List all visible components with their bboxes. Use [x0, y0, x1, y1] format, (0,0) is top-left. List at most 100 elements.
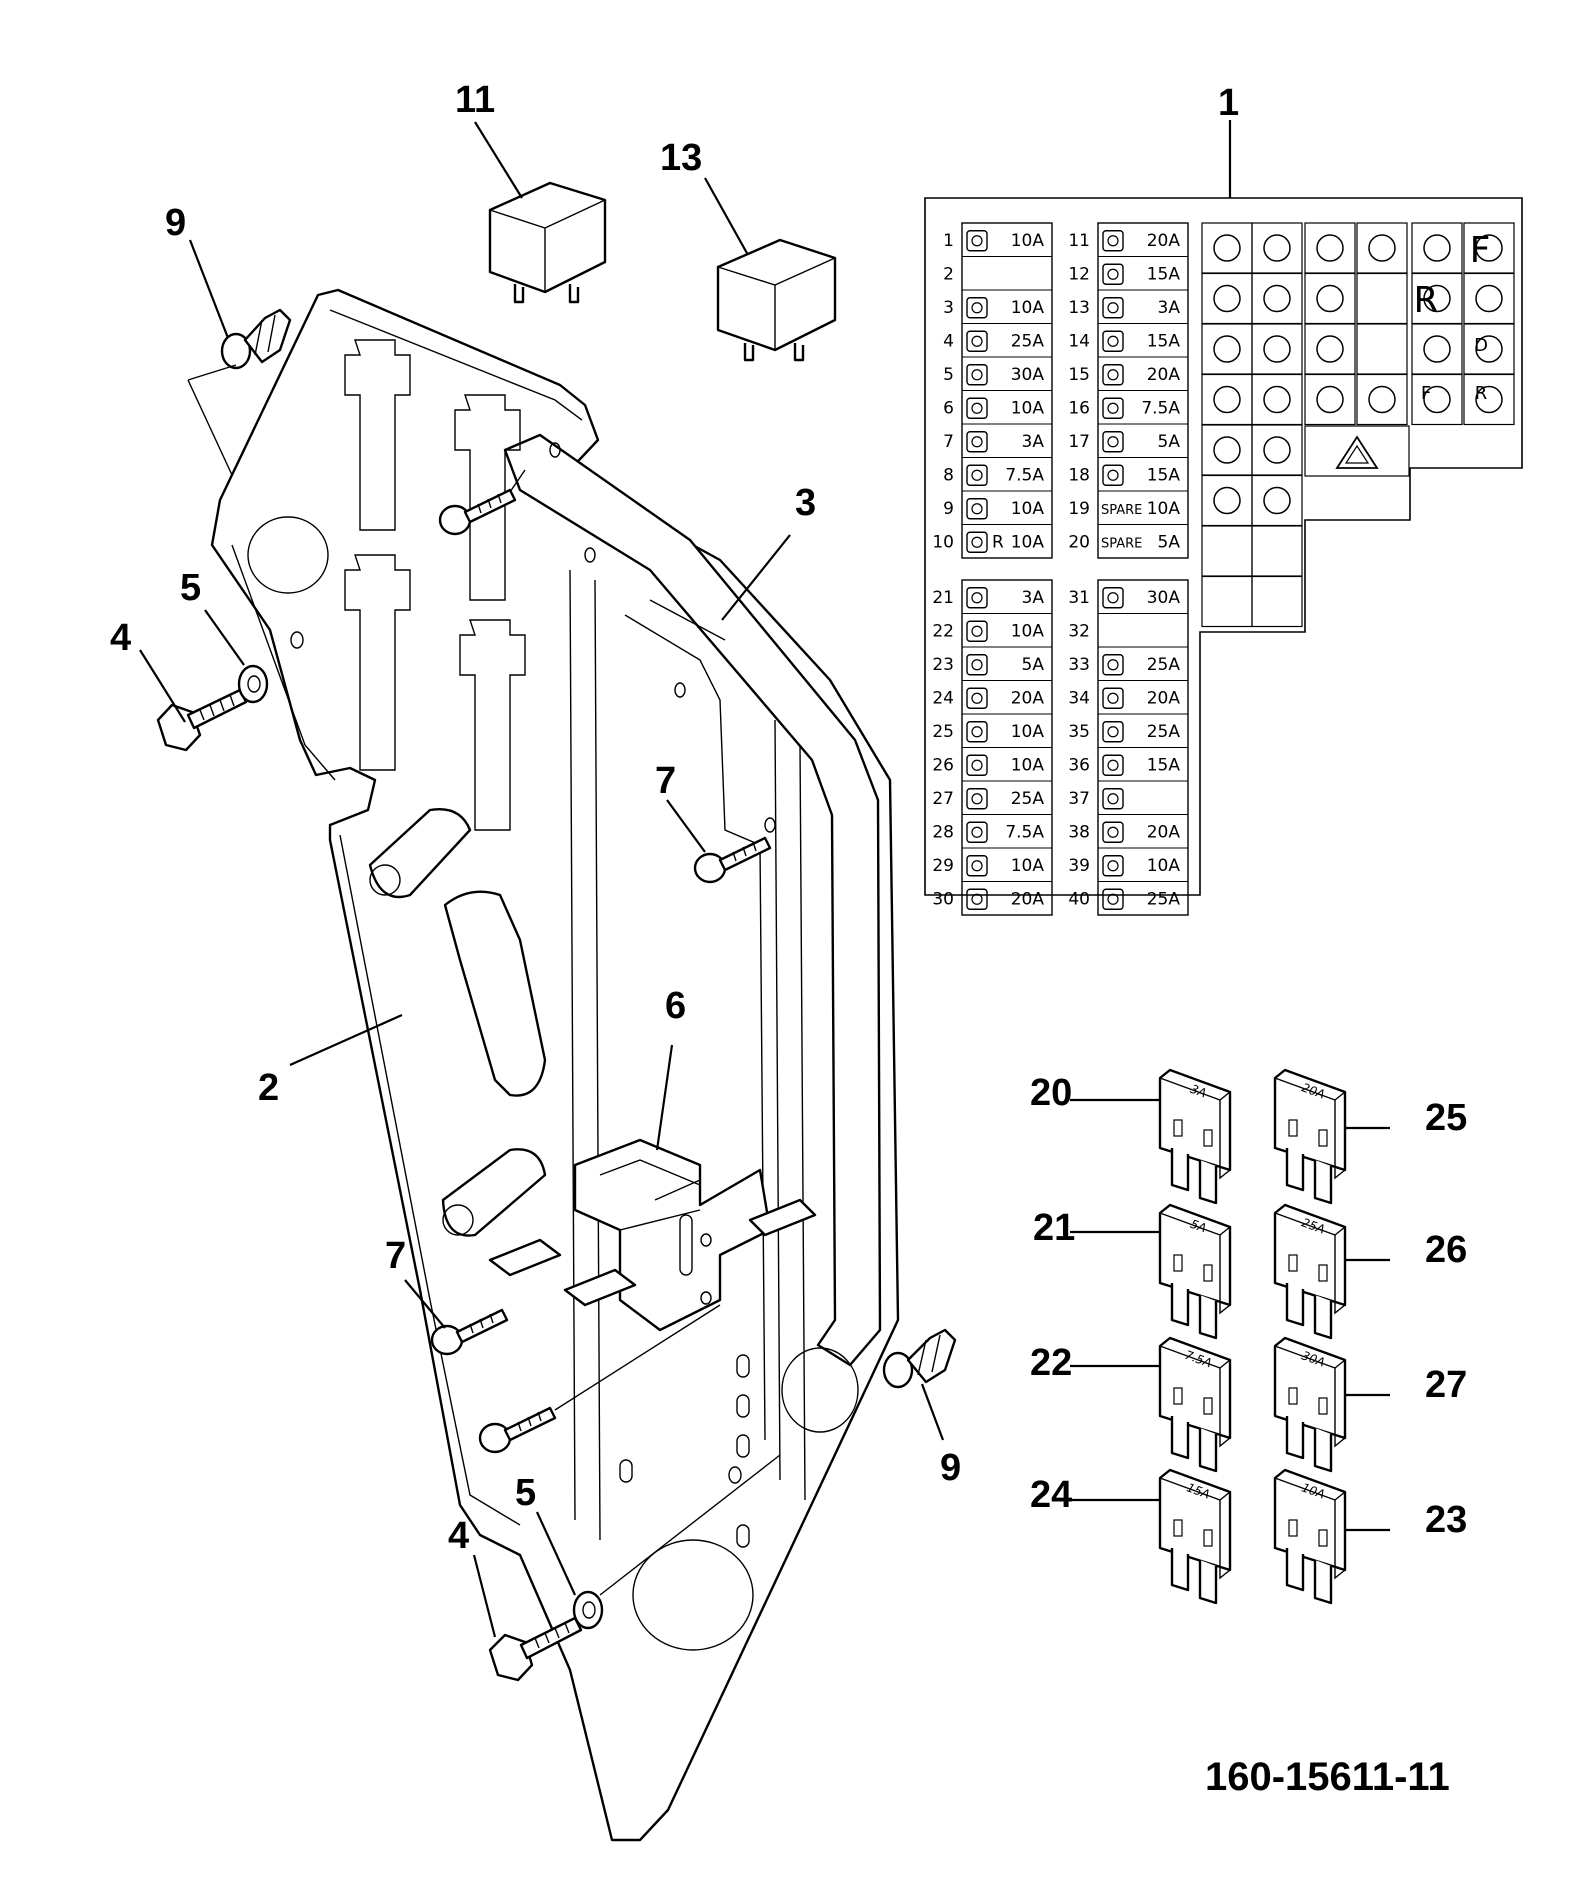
callout-washer-lower: 5	[515, 1472, 536, 1514]
fuse-rating: 10A	[1011, 499, 1045, 519]
work-lamp-icon	[1102, 754, 1124, 776]
hazard-icon	[966, 888, 988, 910]
bolt-lower	[488, 1616, 583, 1682]
fuse-number: 27	[932, 789, 954, 809]
spare-label: SPARE	[1101, 536, 1142, 551]
legend-letter: D	[1474, 335, 1488, 356]
engine-icon	[966, 297, 988, 319]
panel-icon	[966, 431, 988, 453]
symbol-icon	[1423, 385, 1451, 414]
sidelight-icon	[1102, 431, 1124, 453]
fuse-rating: 15A	[1147, 331, 1181, 351]
callout-screw-lower: 7	[385, 1235, 406, 1277]
reverse-lamp-icon	[966, 531, 988, 553]
callout-panel-frame: 3	[795, 482, 816, 524]
operator-seat-icon	[966, 230, 988, 252]
fuse-number: 17	[1068, 432, 1090, 452]
fuse-rating: 3A	[1022, 432, 1045, 452]
fuse-7_5a: 7.5A	[1158, 1336, 1232, 1473]
panel-assembly	[210, 288, 900, 1842]
fuse-rating-print: 5A	[1189, 1217, 1209, 1236]
clip-upper	[220, 308, 292, 370]
symbol-icon	[1475, 284, 1503, 313]
beacon-icon	[966, 821, 988, 843]
fuse-number: 13	[1068, 298, 1090, 318]
hazard-icon	[1335, 435, 1379, 469]
panel-hole	[247, 516, 329, 594]
symbol-icon	[1263, 486, 1291, 515]
fuse-number: 1	[943, 231, 954, 251]
symbol-icon	[1213, 335, 1241, 363]
fuse-20a: 20A	[1273, 1068, 1347, 1205]
callout-fuse_7_5a: 22	[1030, 1342, 1072, 1384]
symbol-icon	[1263, 284, 1291, 313]
symbol-icon	[1368, 234, 1396, 262]
callout-screw-upper: 7	[655, 760, 676, 802]
fuse-10a: 10A	[1273, 1468, 1347, 1605]
fuse-number: 35	[1068, 722, 1090, 742]
fuse-rating: 25A	[1011, 789, 1045, 809]
fuse-rating: 5A	[1158, 432, 1181, 452]
symbol-icon	[1423, 335, 1451, 363]
fuse-number: 4	[943, 331, 954, 351]
symbol-icon	[1213, 385, 1241, 414]
fuse-number: 8	[943, 465, 954, 485]
relay-a	[488, 181, 607, 304]
symbol-icon	[1423, 234, 1451, 262]
work-light-icon	[1102, 687, 1124, 709]
fuse-rating: 25A	[1147, 889, 1181, 909]
fuse-number: 5	[943, 365, 954, 385]
fuse-suffix: R	[992, 532, 1004, 552]
fuse-number: 3	[943, 298, 954, 318]
callout-relay-a: 11	[455, 79, 495, 121]
symbol-icon	[1263, 436, 1291, 464]
panel-frame	[503, 433, 882, 1367]
dip-beam-icon	[1102, 330, 1124, 352]
fuse-rating: 20A	[1147, 822, 1181, 842]
dip-beam-icon	[1102, 654, 1124, 676]
symbol-icon	[1475, 234, 1503, 262]
fuse-25a: 25A	[1273, 1203, 1347, 1340]
symbol-icon	[1213, 436, 1241, 464]
symbol-icon	[1316, 385, 1344, 414]
symbol-icon	[1475, 335, 1503, 363]
side-lamp-icon	[1102, 297, 1124, 319]
fuse-rating: 5A	[1022, 655, 1045, 675]
fuse-number: 2	[943, 264, 954, 284]
fuse-number: 22	[932, 621, 954, 641]
fuse-rating: 20A	[1011, 889, 1045, 909]
screw-1	[438, 488, 517, 536]
legend-letter: F	[1470, 230, 1491, 271]
standoff-upper	[368, 808, 472, 899]
symbol-icon	[1316, 284, 1344, 313]
fuse-rating: 7.5A	[1005, 465, 1044, 485]
motor-icon	[966, 620, 988, 642]
fuse-number: 12	[1068, 264, 1090, 284]
seat-icon	[1102, 464, 1124, 486]
fuse-number: 28	[932, 822, 954, 842]
wiper-icon	[1102, 821, 1124, 843]
callout-fuse_3a: 20	[1030, 1072, 1072, 1114]
indicator-icon	[1102, 587, 1124, 609]
fuse-rating: 10A	[1011, 621, 1045, 641]
fuse-5a: 5A	[1158, 1203, 1232, 1340]
fuse-number: 6	[943, 398, 954, 418]
fuse-number: 39	[1068, 856, 1090, 876]
symbol-icon	[1213, 486, 1241, 515]
fuse-number: 36	[1068, 755, 1090, 775]
fog-lamp-icon	[966, 788, 988, 810]
fuse-number: 37	[1068, 789, 1090, 809]
callout-clip-lower: 9	[940, 1447, 961, 1489]
symbol-icon	[1263, 335, 1291, 363]
fuse-rating: 25A	[1147, 722, 1181, 742]
sidelight-icon	[966, 754, 988, 776]
callout-fuse_5a: 21	[1033, 1207, 1075, 1249]
fuse-rating: 10A	[1147, 856, 1181, 876]
callout-fuse_25a: 26	[1425, 1229, 1467, 1271]
callout-fuse_20a: 25	[1425, 1097, 1467, 1139]
horn-icon	[1102, 855, 1124, 877]
hazard-lamp-icon	[966, 721, 988, 743]
